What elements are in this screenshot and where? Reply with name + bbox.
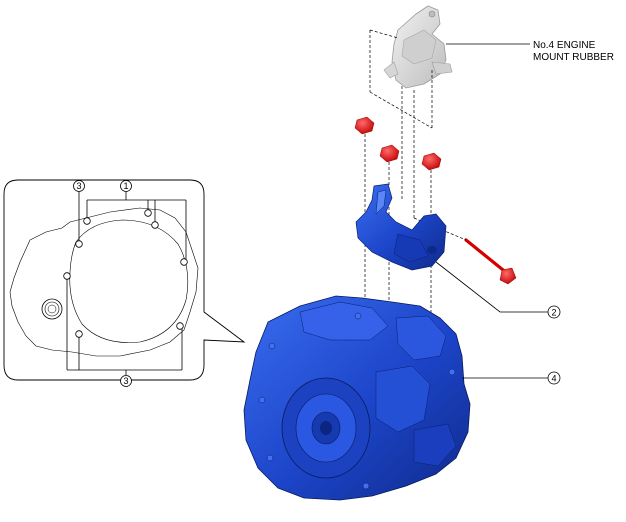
through-bolt <box>464 238 517 285</box>
seal-ring <box>41 298 63 320</box>
housing-detail-inset: 1 3 3 <box>3 179 246 387</box>
callout-2: 2 <box>435 261 561 319</box>
bolt-hole <box>151 221 159 229</box>
svg-text:MOUNT RUBBER: MOUNT RUBBER <box>533 52 614 63</box>
housing-outline <box>9 207 199 357</box>
svg-text:1: 1 <box>123 181 128 191</box>
callout-3-bottom-leaders <box>66 279 183 375</box>
bolt-hole <box>176 322 184 330</box>
engine-mount-rubber <box>383 5 453 89</box>
mount-projection-lines <box>369 29 433 220</box>
callout-4: 4 <box>462 371 561 385</box>
callout-3-bottom: 3 <box>120 375 132 387</box>
transaxle-mount-bracket <box>355 183 447 271</box>
nut-2 <box>379 144 400 163</box>
bolt-hole <box>63 272 71 280</box>
callout-1-leaders <box>86 192 187 259</box>
svg-text:No.4 ENGINE: No.4 ENGINE <box>533 40 596 51</box>
callout-1: 1 <box>120 180 132 192</box>
bolt-hole <box>75 330 83 338</box>
transaxle-assembly <box>243 295 471 501</box>
svg-text:4: 4 <box>551 373 556 383</box>
callout-3-top: 3 <box>73 180 85 192</box>
bolt-hole <box>83 217 91 225</box>
bolt-hole <box>75 240 83 248</box>
svg-text:3: 3 <box>76 181 81 191</box>
svg-text:2: 2 <box>551 307 556 317</box>
nut-3 <box>421 152 442 171</box>
svg-text:3: 3 <box>123 376 128 386</box>
bolt-holes <box>63 209 188 338</box>
bolt-hole <box>144 209 152 217</box>
bolt-hole <box>180 258 188 266</box>
housing-bore <box>69 219 189 343</box>
mount-rubber-label: No.4 ENGINE MOUNT RUBBER <box>446 40 614 63</box>
nut-1 <box>354 116 375 135</box>
